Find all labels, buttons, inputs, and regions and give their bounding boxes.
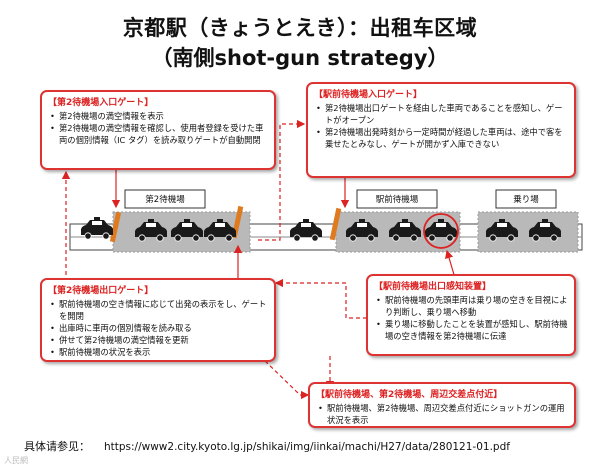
callout-header: 【駅前待機場入口ゲート】 [314,90,423,100]
list-item: 駅前待機場の空き情報に応じて出発の表示をし、ゲートを開閉 [50,298,268,322]
footer: 具体请参见： https://www2.city.kyoto.lg.jp/shik… [24,438,510,454]
watermark: 人民網 [4,456,28,465]
list-item: 駅前待機場の先頭車両は乗り場の空きを目視により判断し、乗り場へ移動 [376,294,568,318]
list-item: 駅前待機場、第2待機場、周辺交差点付近にショットガンの運用状況を表示 [318,402,568,426]
list-item: 第2待機場出口ゲートを経由した車両であることを感知し、ゲートがオープン [316,102,568,126]
callout-header: 【駅前待機場出口感知装置】 [374,282,492,292]
list-item: 乗り場に移動したことを装置が感知し、駅前待機場の空き情報を第2待機場に伝達 [376,318,568,342]
list-item: 出庫時に車両の個別情報を読み取る [50,322,268,334]
page-subtitle: （南側shot-gun strategy） [151,46,449,70]
boarding-label-box [495,189,557,209]
list-item: 駅前待機場の状況を表示 [50,346,268,358]
station-front-label: 駅前待機場 [375,195,419,205]
waiting2-label: 第2待機場 [145,195,185,205]
taxi [289,218,323,242]
connector-sensor [445,249,456,279]
callout-exit-sensor: 【駅前待機場出口感知装置】 駅前待機場の先頭車両は乗り場の空きを目視により判断し… [366,274,576,356]
footer-label: 具体请参见： [24,440,90,453]
station-front-label-box [356,189,438,209]
list-item: 第2待機場の満空情報を表示 [50,110,268,122]
list-item: 第2待機場の満空情報を確認し、使用者登録を受けた車両の個別情報（IC タグ）を読… [50,122,268,146]
callout-header: 【駅前待機場、第2待機場、周辺交差点付近】 [316,390,503,400]
boarding-label: 乗り場 [513,195,539,205]
exit-sensor-marker [423,213,459,249]
waiting2-label-box [124,189,206,209]
taxi [80,216,114,240]
callout-header: 【第2待機場入口ゲート】 [48,98,154,108]
callout-exit-gate2: 【第2待機場出口ゲート】 駅前待機場の空き情報に応じて出発の表示をし、ゲートを開… [40,278,276,362]
callout-entry-gate-station: 【駅前待機場入口ゲート】 第2待機場出口ゲートを経由した車両であることを感知し、… [306,82,576,178]
callout-header: 【第2待機場出口ゲート】 [48,286,154,296]
list-item: 併せて第2待機場の満空情報を更新 [50,334,268,346]
footer-url[interactable]: https://www2.city.kyoto.lg.jp/shikai/img… [104,441,510,453]
callout-surroundings: 【駅前待機場、第2待機場、周辺交差点付近】 駅前待機場、第2待機場、周辺交差点付… [308,382,576,428]
list-item: 第2待機場出発時刻から一定時間が経過した車両は、途中で客を乗せたとみなし、ゲート… [316,126,568,150]
callout-entry-gate2: 【第2待機場入口ゲート】 第2待機場の満空情報を表示 第2待機場の満空情報を確認… [40,90,276,170]
page-title: 京都駅（きょうとえき）：出租车区域 [122,16,478,40]
dashed-exit2-to-station-entry [258,119,306,241]
station-entry-gate [329,207,342,241]
